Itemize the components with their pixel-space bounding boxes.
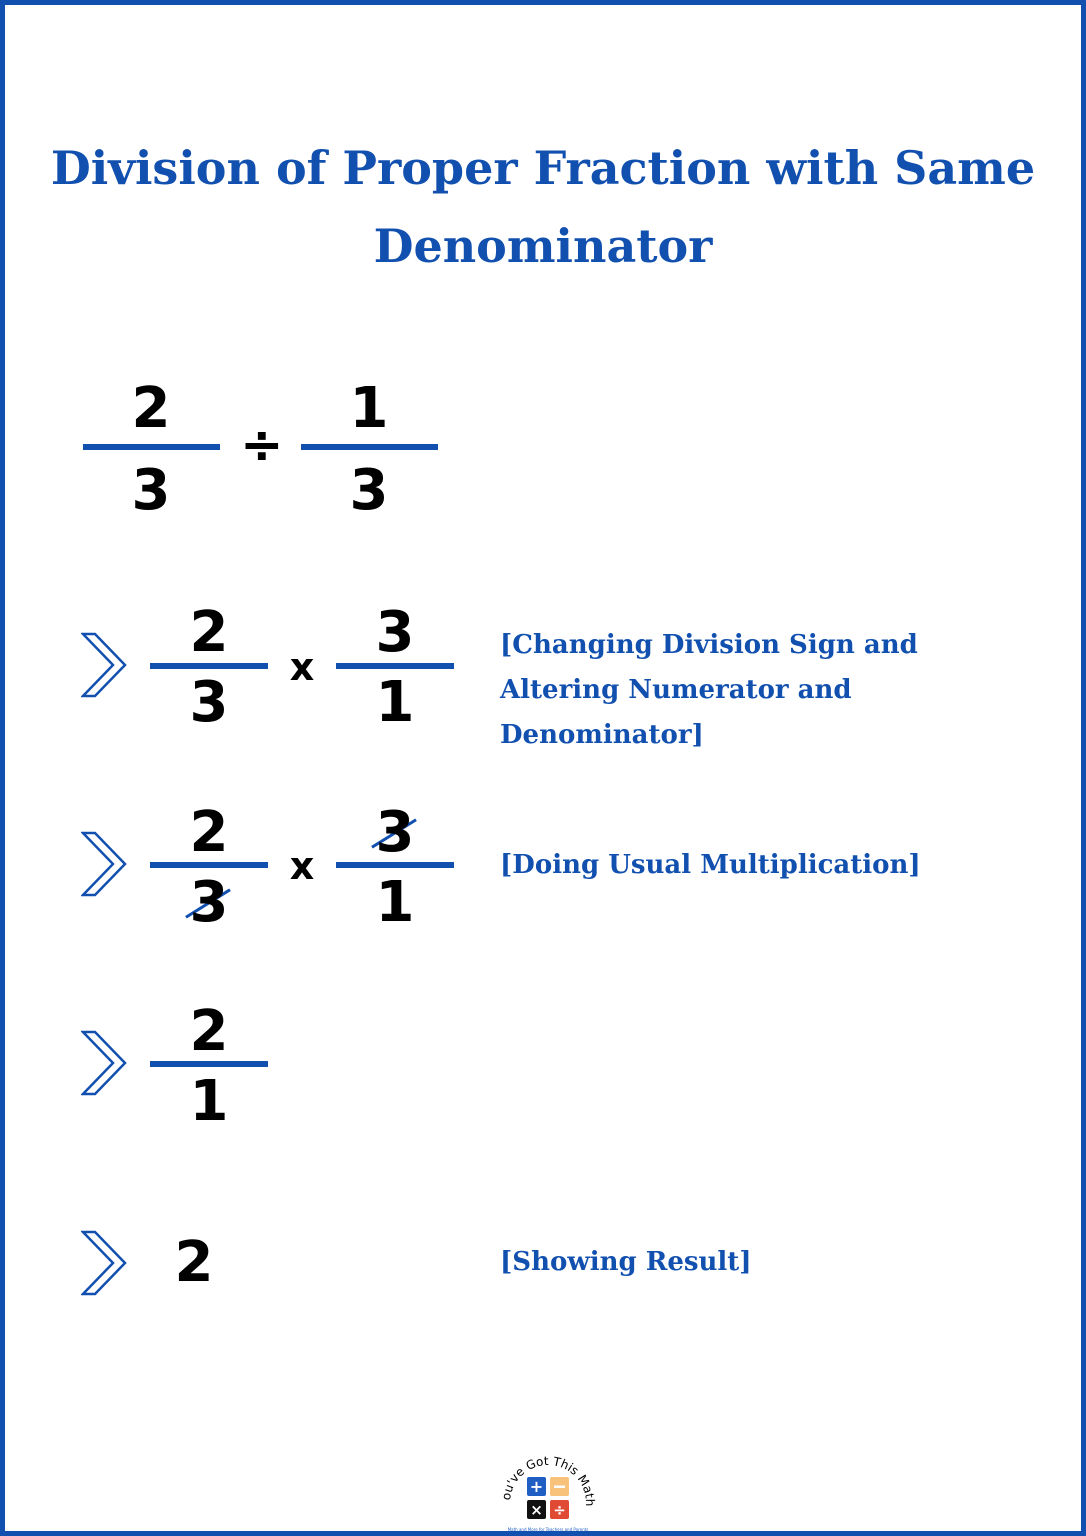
- fraction-bar: [150, 1061, 268, 1067]
- svg-text:+: +: [530, 1477, 543, 1496]
- numerator: 2: [189, 600, 229, 665]
- page-title: Division of Proper Fraction with Same De…: [50, 141, 1036, 273]
- denominator: 1: [189, 1069, 229, 1134]
- numerator-crossed: 3: [375, 800, 415, 865]
- chevron-right-icon: [81, 1230, 127, 1296]
- fraction-bar: [301, 444, 438, 450]
- numerator: 2: [189, 800, 229, 865]
- svg-text:Math and More for Teachers and: Math and More for Teachers and Parents: [508, 1527, 589, 1532]
- chevron-right-icon: [81, 831, 127, 897]
- denominator: 1: [375, 870, 415, 935]
- fraction-bar: [336, 862, 454, 868]
- multiplication-sign: x: [289, 844, 315, 888]
- fraction-bar: [336, 663, 454, 669]
- numerator: 1: [349, 376, 389, 441]
- svg-text:You've Got This Math: You've Got This Math: [498, 1441, 597, 1506]
- step-note: [Doing Usual Multiplication]: [500, 850, 921, 880]
- svg-text:×: ×: [530, 1501, 543, 1519]
- denominator: 3: [189, 670, 229, 735]
- numerator: 3: [375, 600, 415, 665]
- result-value: 2: [174, 1230, 214, 1295]
- fraction-bar: [150, 862, 268, 868]
- chevron-right-icon: [81, 632, 127, 698]
- denominator: 1: [375, 670, 415, 735]
- svg-text:÷: ÷: [553, 1501, 566, 1519]
- multiplication-sign: x: [289, 645, 315, 689]
- denominator-crossed: 3: [189, 870, 229, 935]
- numerator: 2: [189, 999, 229, 1064]
- step-note: [Changing Division Sign and Altering Num…: [500, 630, 918, 750]
- denominator: 3: [349, 458, 389, 523]
- chevron-right-icon: [81, 1030, 127, 1096]
- division-sign: ÷: [240, 415, 284, 475]
- fraction-bar: [150, 663, 268, 669]
- step-note: [Showing Result]: [500, 1247, 752, 1277]
- numerator: 2: [131, 376, 171, 441]
- fraction-bar: [83, 444, 220, 450]
- youve-got-this-math-logo: You've Got This Math + × ÷ Math and More…: [498, 1441, 597, 1532]
- denominator: 3: [131, 458, 171, 523]
